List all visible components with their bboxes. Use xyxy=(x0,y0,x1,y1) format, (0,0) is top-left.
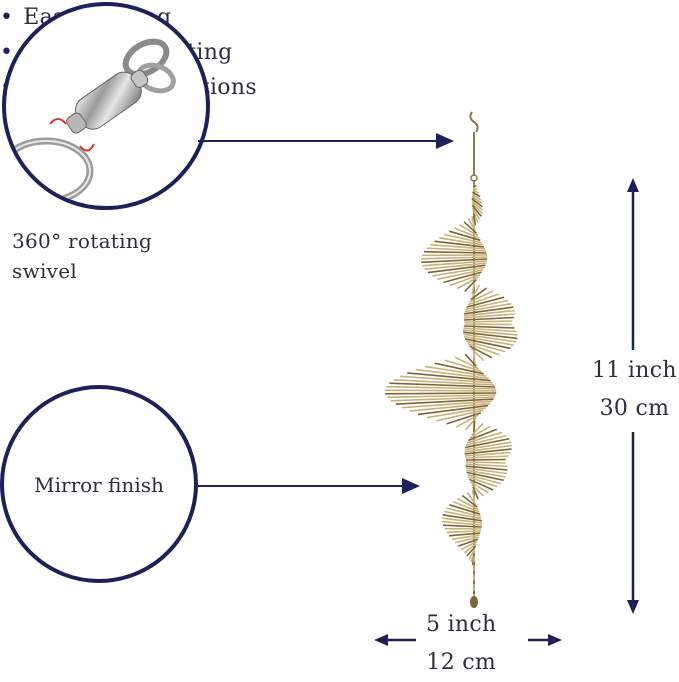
spinner-strip xyxy=(474,421,475,433)
spinner-strip xyxy=(466,462,506,463)
width-inch: 5 inch xyxy=(426,606,497,644)
width-cm: 12 cm xyxy=(426,644,497,682)
spinner-strip xyxy=(424,252,487,253)
spinner-strip xyxy=(385,390,496,391)
spinner-strip xyxy=(421,257,487,259)
spinner-strip xyxy=(464,326,515,328)
spinner-strip xyxy=(465,456,508,458)
height-dimension: 11 inch 30 cm xyxy=(592,352,677,428)
spiral-spinner-icon xyxy=(385,112,518,608)
spinner-strip xyxy=(464,321,512,322)
height-cm: 30 cm xyxy=(592,390,677,428)
width-dimension: 5 inch 12 cm xyxy=(426,606,497,682)
spinner-strip xyxy=(474,351,475,363)
spinner-strip xyxy=(465,324,512,325)
spinner-strip xyxy=(466,460,506,461)
spinner-strip xyxy=(447,531,481,532)
spinner-strip xyxy=(385,393,496,394)
height-inch: 11 inch xyxy=(592,352,677,390)
spinner-strip xyxy=(443,525,482,527)
